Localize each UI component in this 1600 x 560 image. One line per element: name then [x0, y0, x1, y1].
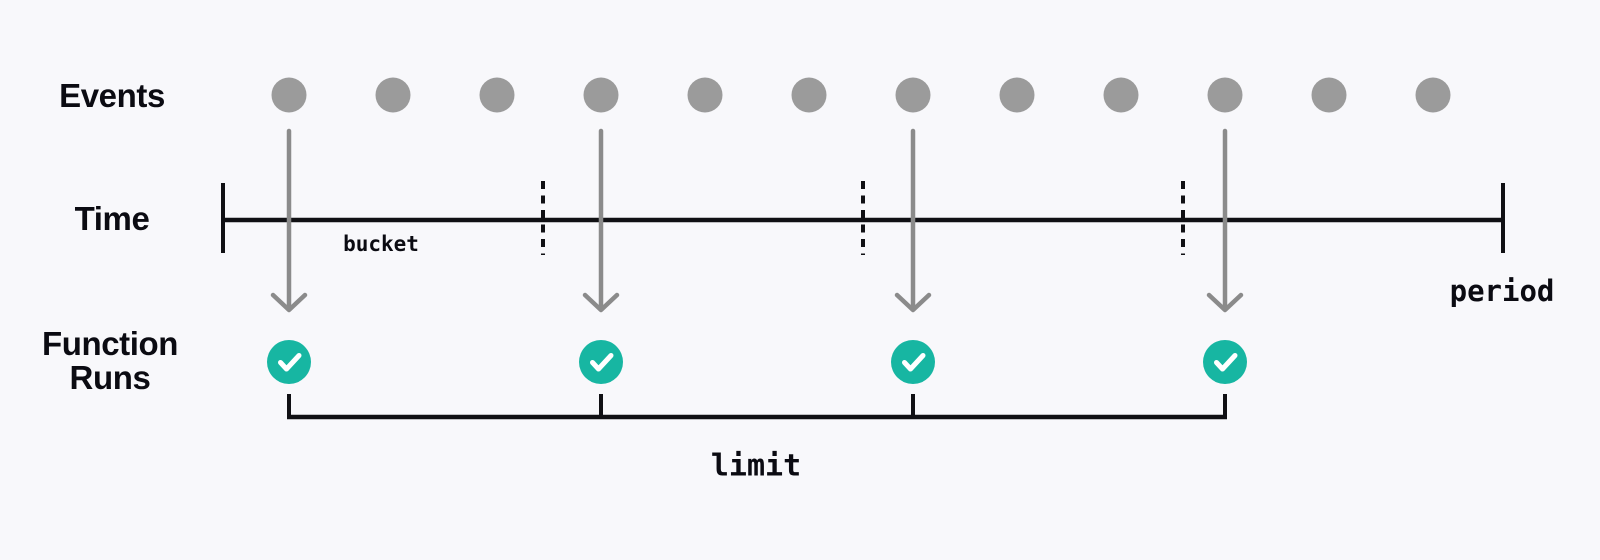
event-dot: [375, 77, 411, 113]
event-dot: [791, 77, 827, 113]
function-run-circle: [891, 340, 935, 384]
limit-label: limit: [710, 448, 802, 484]
event-dot: [999, 77, 1035, 113]
arrow-head-icon: [894, 292, 932, 313]
event-dot: [895, 77, 931, 113]
arrow-head-icon: [582, 292, 620, 313]
event-dot: [1103, 77, 1139, 113]
function-runs-label-line2: Runs: [69, 359, 151, 396]
check-icon: [590, 353, 614, 372]
event-dot: [479, 77, 515, 113]
arrow-head-icon: [270, 292, 308, 313]
function-run-circle: [267, 340, 311, 384]
event-dot: [1415, 77, 1451, 113]
check-icon: [1214, 353, 1238, 372]
arrow-head-icon: [1206, 292, 1244, 313]
function-run-circle: [579, 340, 623, 384]
event-dot: [583, 77, 619, 113]
function-run-circle: [1203, 340, 1247, 384]
event-dot: [271, 77, 307, 113]
function-runs-label: Function Runs: [41, 325, 179, 396]
events-label: Events: [59, 77, 165, 114]
time-label: Time: [74, 200, 150, 237]
bucket-label: bucket: [343, 232, 419, 256]
function-runs-label-line1: Function: [41, 325, 179, 362]
event-dot: [1311, 77, 1347, 113]
period-label: period: [1449, 274, 1555, 308]
event-dot: [687, 77, 723, 113]
check-icon: [902, 353, 926, 372]
event-dot: [1207, 77, 1243, 113]
check-icon: [278, 353, 302, 372]
